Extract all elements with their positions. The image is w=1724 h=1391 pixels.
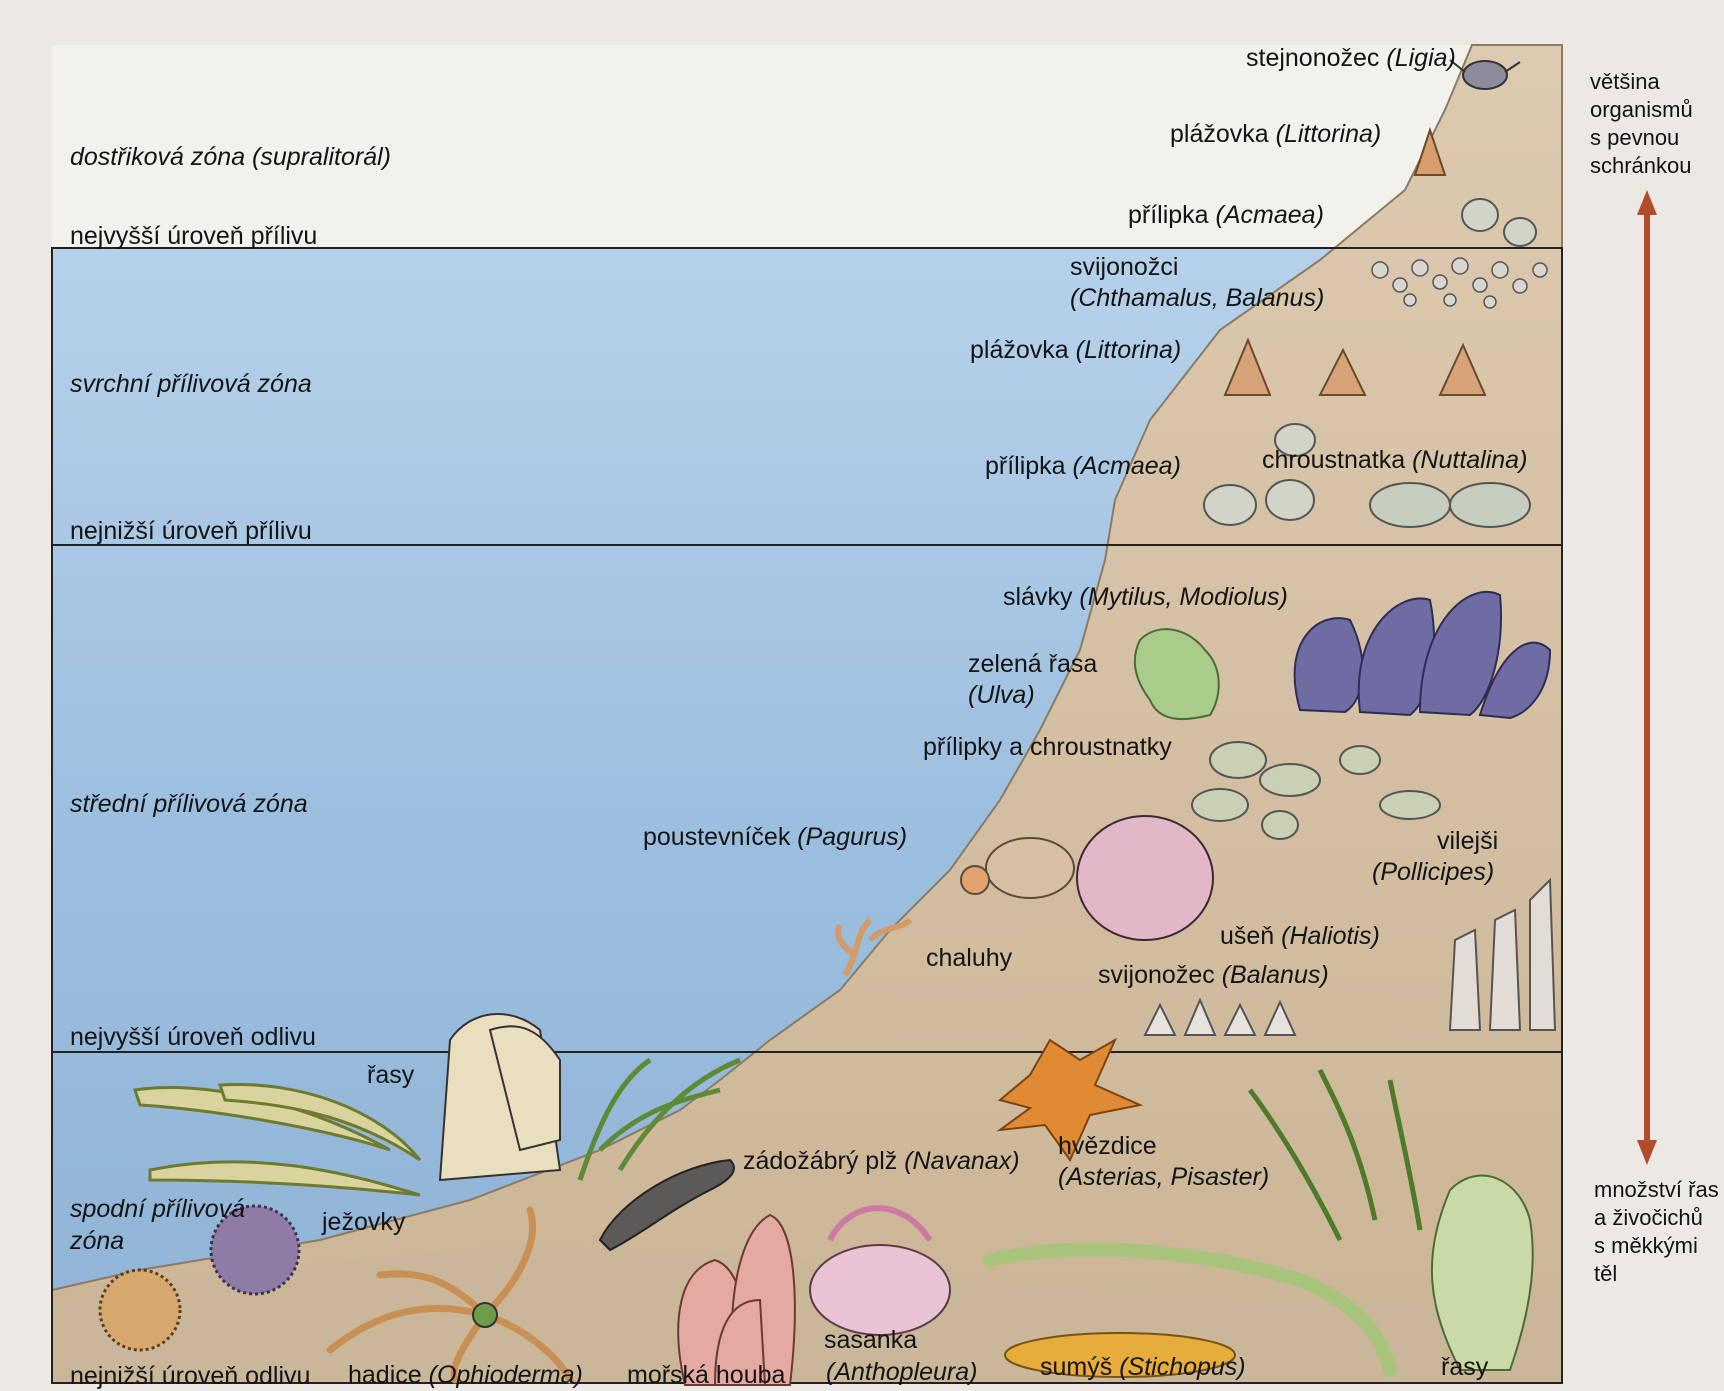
- label-balanus: svijonožec (Balanus): [1098, 961, 1329, 990]
- haliotis-illustration: [1077, 816, 1213, 940]
- label-anthopleura-name: sasanka: [824, 1326, 917, 1355]
- label-pagurus: poustevníček (Pagurus): [643, 823, 907, 852]
- label-ophioderma: hadice (Ophioderma): [348, 1361, 583, 1390]
- level-lowest-high-label: nejnižší úroveň přílivu: [70, 517, 312, 546]
- label-stichopus: sumýš (Stichopus): [1040, 1353, 1246, 1382]
- zone-lower-label-2: zóna: [70, 1227, 124, 1256]
- label-sponge: mořská houba: [627, 1361, 785, 1390]
- zone-middle-label: střední přílivová zóna: [70, 790, 308, 819]
- algae-bottom-illustration: [1432, 1176, 1533, 1370]
- kelp-tan-illustration: [440, 1014, 560, 1180]
- label-pollicipes-latin: (Pollicipes): [1372, 858, 1494, 887]
- level-highest-low-label: nejvyšší úroveň odlivu: [70, 1023, 316, 1052]
- sidebar-bottom-text: množství řas a živočichů s měkkými těl: [1594, 1176, 1724, 1288]
- label-asterias-name: hvězdice: [1058, 1132, 1157, 1161]
- label-algae-bottom: řasy: [1441, 1353, 1488, 1382]
- label-mussels: slávky (Mytilus, Modiolus): [1003, 583, 1288, 612]
- label-littorina-top: plážovka (Littorina): [1170, 120, 1381, 149]
- label-haliotis: ušeň (Haliotis): [1220, 922, 1380, 951]
- label-nuttalina: chroustnatka (Nuttalina): [1262, 446, 1527, 475]
- label-barnacles-latin: (Chthamalus, Balanus): [1070, 284, 1324, 313]
- label-algae-top: řasy: [367, 1061, 414, 1090]
- label-acmaea-top: přílipka (Acmaea): [1128, 201, 1324, 230]
- label-barnacles-name: svijonožci: [1070, 253, 1178, 282]
- label-pollicipes-name: vilejši: [1437, 827, 1498, 856]
- zone-lower-label-1: spodní přílivová: [70, 1195, 245, 1224]
- ophioderma-disc: [473, 1303, 497, 1327]
- level-lowest-low-label: nejnižší úroveň odlivu: [70, 1362, 310, 1391]
- zone-upper-label: svrchní přílivová zóna: [70, 370, 312, 399]
- level-highest-high-label: nejvyšší úroveň přílivu: [70, 222, 317, 251]
- label-ulva-latin: (Ulva): [968, 681, 1035, 710]
- label-anthopleura-latin: (Anthopleura): [826, 1358, 977, 1387]
- label-limpets-chitons: přílipky a chroustnatky: [923, 733, 1172, 762]
- label-ulva-name: zelená řasa: [968, 650, 1097, 679]
- label-acmaea-mid: přílipka (Acmaea): [985, 452, 1181, 481]
- label-urchins: ježovky: [322, 1208, 405, 1237]
- label-navanax: zádožábrý plž (Navanax): [743, 1147, 1020, 1176]
- zone-supralittoral-label: dostřiková zóna (supralitorál): [70, 143, 391, 172]
- label-kelp: chaluhy: [926, 944, 1012, 973]
- sidebar-top-text: většina organismů s pevnou schránkou: [1590, 68, 1693, 180]
- label-littorina-mid: plážovka (Littorina): [970, 336, 1181, 365]
- label-asterias-latin: (Asterias, Pisaster): [1058, 1163, 1269, 1192]
- label-ligia: stejnonožec (Ligia): [1246, 44, 1456, 73]
